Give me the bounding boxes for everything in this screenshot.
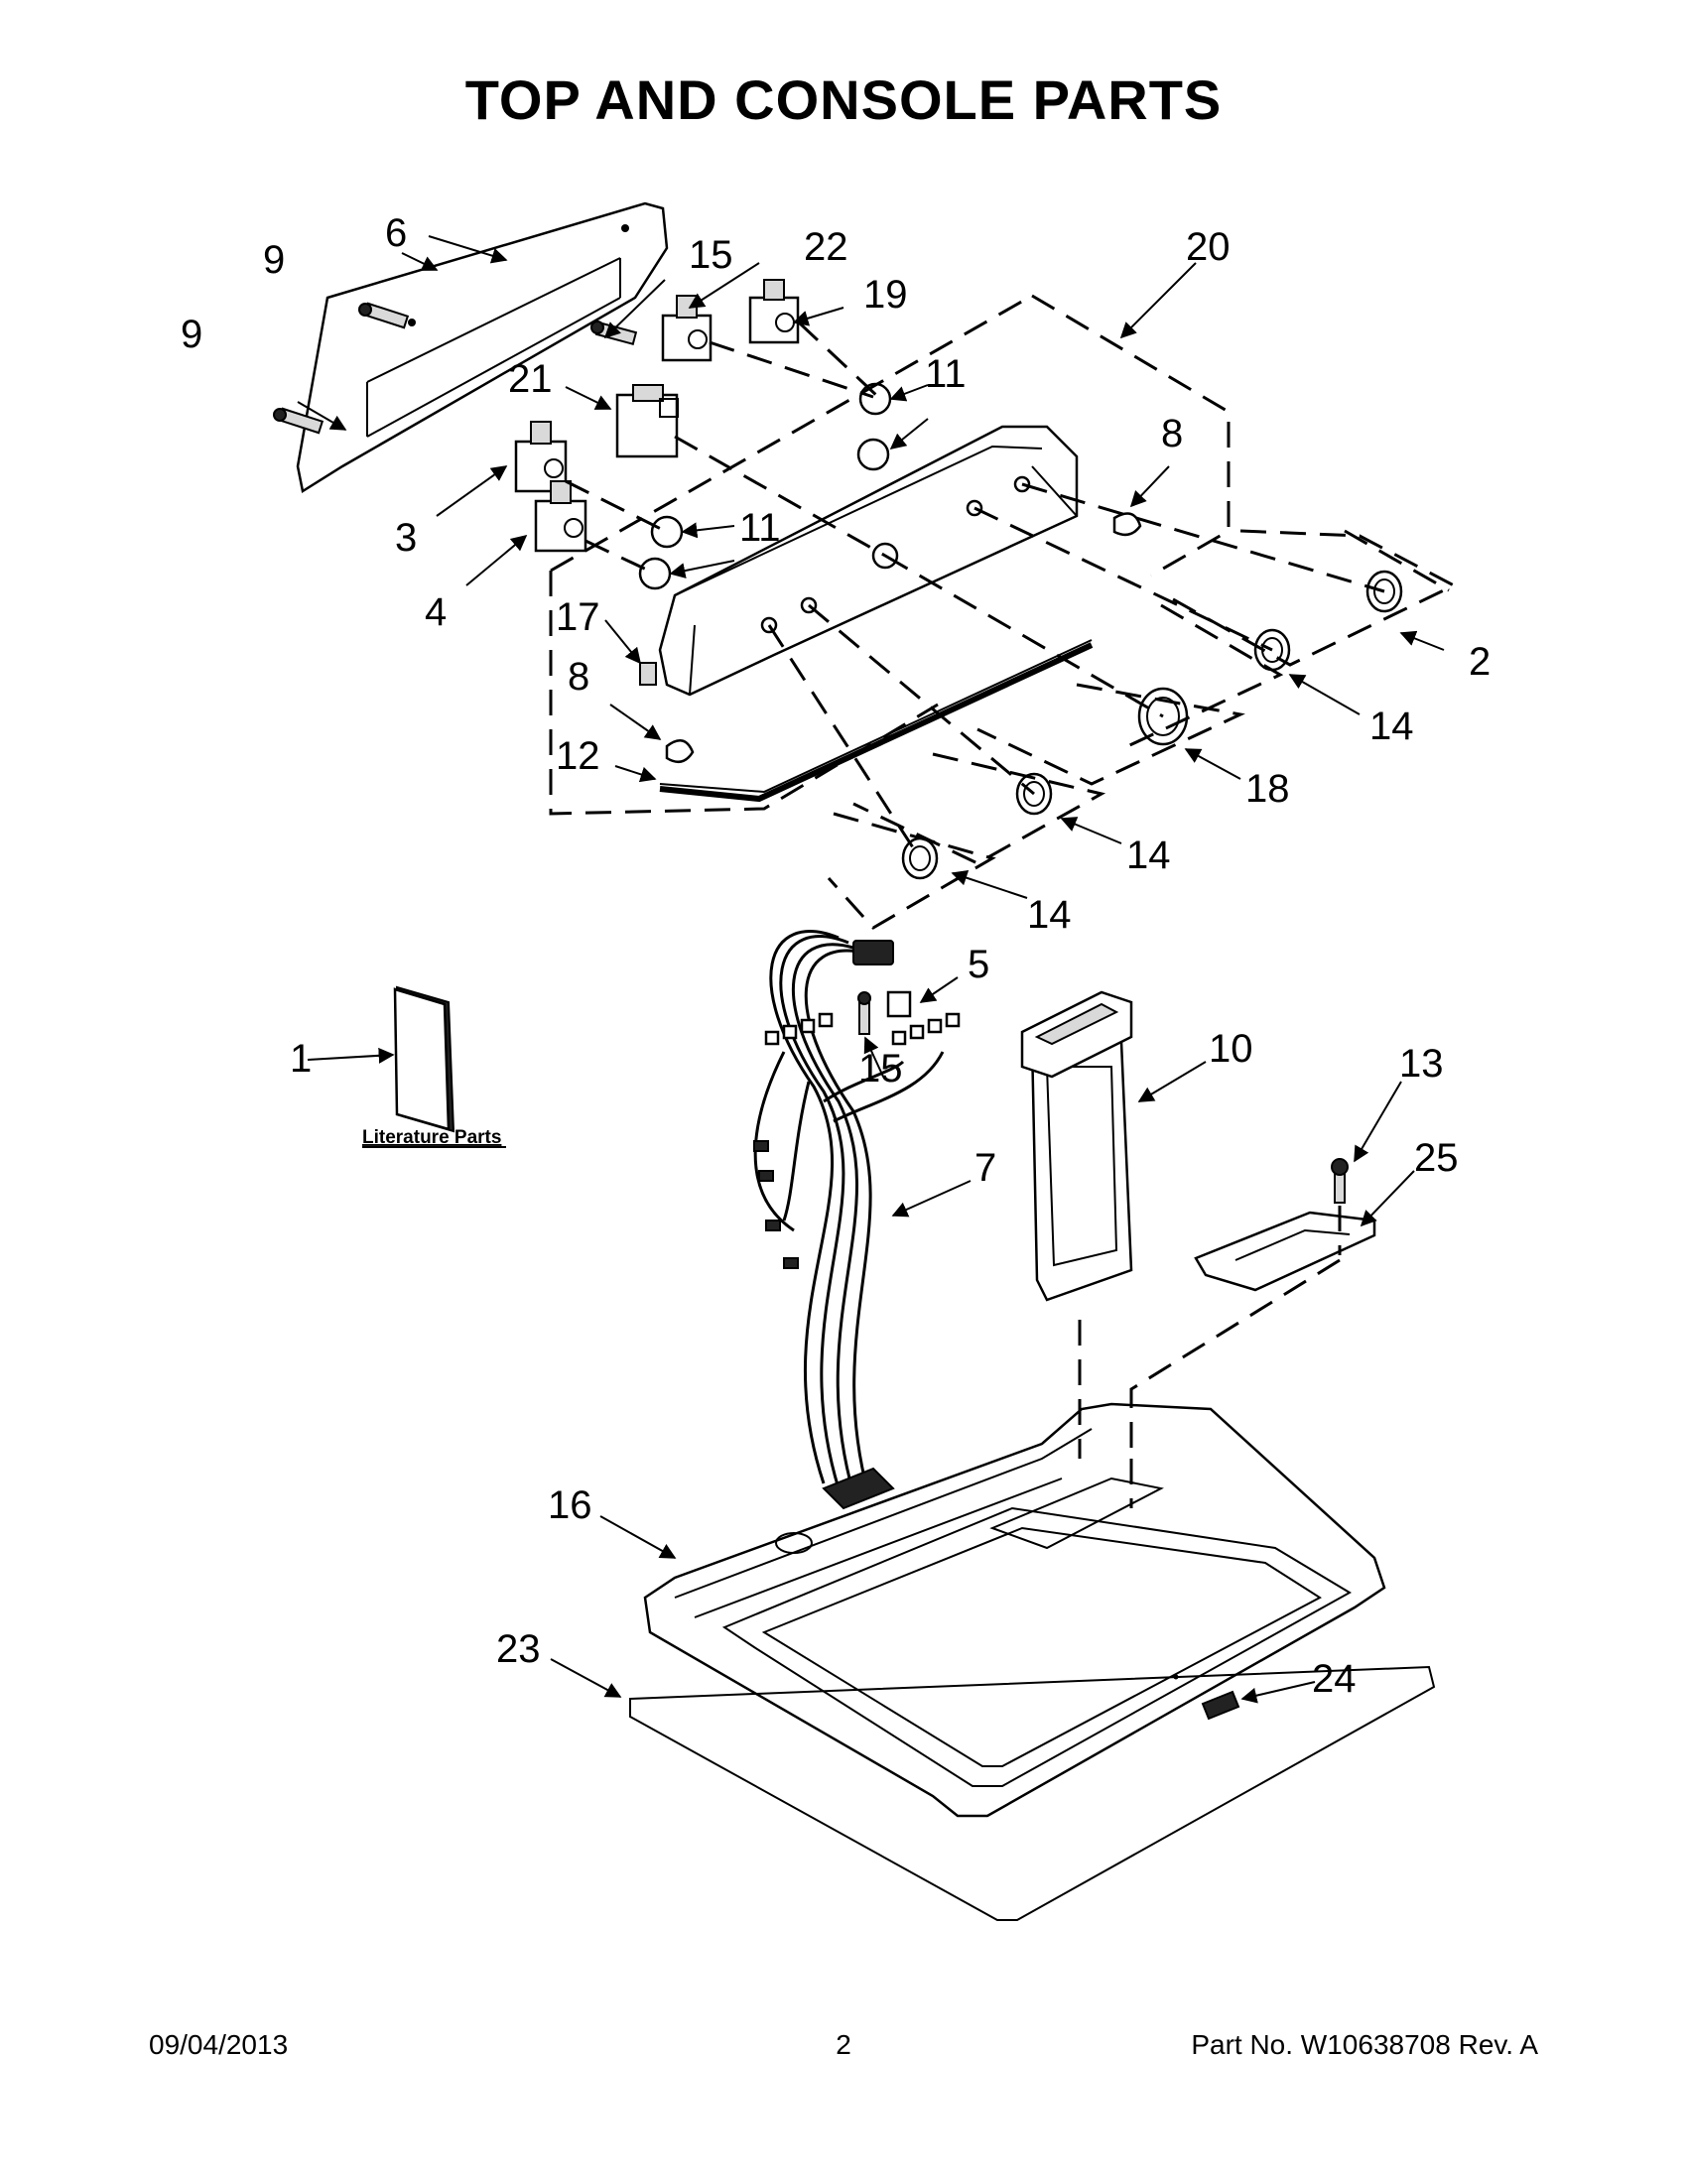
callout-arrows (297, 235, 1445, 1704)
switch-4 (534, 480, 587, 553)
label-24 (1173, 1674, 1240, 1721)
footer-page-number: 2 (836, 2029, 851, 2060)
callout-11-lower: 11 (739, 506, 781, 550)
wire-harness (753, 930, 945, 1494)
clip-8-lower (665, 739, 695, 764)
washers-11-upper (856, 382, 892, 471)
callout-2: 2 (1469, 640, 1491, 684)
clip-8-upper (1112, 512, 1142, 537)
top-panel (643, 1402, 1386, 1818)
console-rear-panel (296, 201, 669, 494)
alignment-lines (565, 321, 1385, 859)
callout-6: 6 (385, 211, 407, 255)
base-plate-23 (629, 1665, 1436, 1921)
screw-9-upper (358, 302, 410, 329)
callout-8-upper: 8 (1161, 412, 1183, 455)
callout-13: 13 (1399, 1042, 1444, 1086)
callout-15-upper: 15 (689, 233, 733, 277)
knob-14-left (901, 836, 939, 880)
callout-11-upper: 11 (925, 352, 967, 396)
lint-filter-housing (1020, 990, 1133, 1302)
mounting-alignment-lines (1078, 1206, 1342, 1508)
screw-15-lower (857, 991, 871, 1035)
callout-8-lower: 8 (568, 655, 589, 699)
callout-22: 22 (804, 225, 848, 269)
callout-23: 23 (496, 1627, 541, 1671)
callout-14-left: 14 (1027, 893, 1072, 937)
clip-17 (639, 662, 657, 686)
page-title: TOP AND CONSOLE PARTS (464, 68, 1223, 131)
cover-plate-25 (1194, 1211, 1376, 1292)
callout-18: 18 (1245, 767, 1290, 811)
callout-9-upper: 9 (263, 238, 285, 282)
washers-11-lower (638, 515, 684, 590)
callout-17: 17 (556, 595, 600, 639)
callout-12: 12 (556, 734, 600, 778)
callout-19: 19 (863, 273, 908, 317)
literature-parts-label: Literature Parts (362, 1127, 501, 1148)
callout-20: 20 (1186, 225, 1231, 269)
callout-4: 4 (425, 590, 447, 634)
callout-10: 10 (1209, 1027, 1253, 1071)
callout-3: 3 (395, 516, 417, 560)
harness-connectors (753, 940, 961, 1269)
callout-14-right: 14 (1369, 705, 1414, 748)
switch-22 (661, 295, 713, 362)
callout-25: 25 (1414, 1136, 1459, 1180)
callout-24: 24 (1312, 1657, 1357, 1701)
console-assembly-20-outline (549, 294, 1458, 930)
callout-1: 1 (290, 1037, 312, 1081)
screw-15-upper (590, 321, 638, 345)
callout-15-lower: 15 (858, 1047, 903, 1091)
callout-7: 7 (974, 1146, 996, 1190)
callout-21: 21 (508, 357, 553, 401)
screw-9-lower (273, 407, 324, 435)
callout-numbers: 6 9 9 15 22 19 20 21 11 8 3 11 4 17 8 12… (181, 211, 1491, 1701)
callout-14-middle: 14 (1126, 834, 1171, 877)
footer-part-number: Part No. W10638708 Rev. A (1191, 2029, 1538, 2060)
screw-13 (1331, 1158, 1349, 1204)
switch-21 (615, 384, 679, 458)
callout-5: 5 (968, 943, 989, 986)
gasket-12 (659, 642, 1094, 803)
callout-16: 16 (548, 1483, 592, 1527)
switch-19 (748, 279, 800, 344)
footer-date: 09/04/2013 (149, 2029, 289, 2060)
literature-booklet (393, 985, 455, 1133)
console-housing (658, 425, 1079, 697)
callout-9-lower: 9 (181, 313, 202, 356)
